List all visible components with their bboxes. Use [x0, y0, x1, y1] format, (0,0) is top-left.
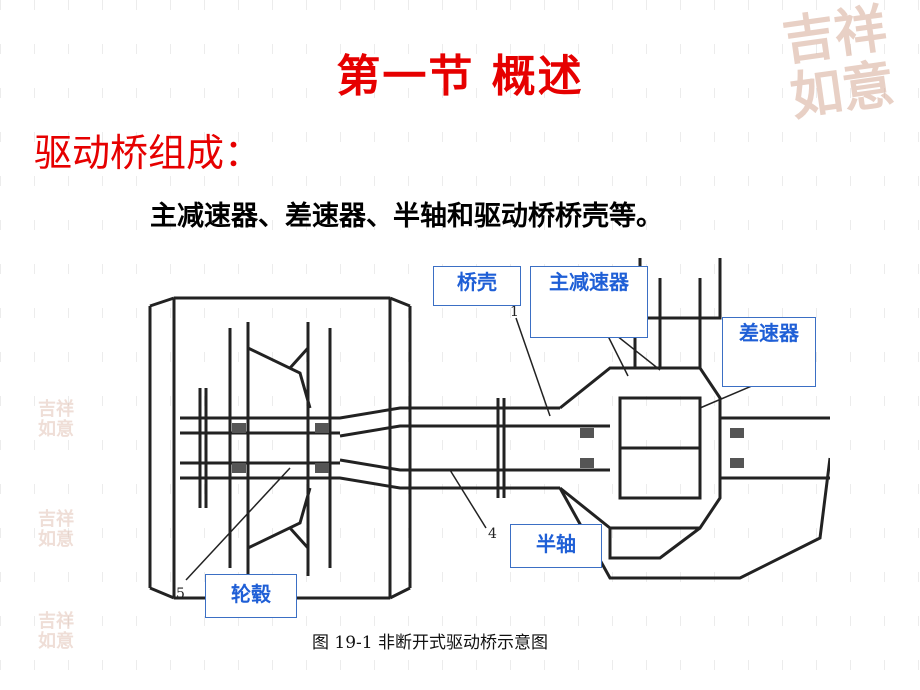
decorative-seal-small: 吉祥如意 [38, 510, 88, 550]
part-number-5: 5 [176, 586, 185, 602]
label-differential-text: 差速器 [739, 321, 799, 345]
label-final-drive: 主减速器 [530, 266, 648, 338]
label-final-drive-text: 主减速器 [549, 270, 629, 294]
seal-text-small: 吉祥如意 [38, 611, 74, 652]
part-number-1: 1 [510, 304, 519, 320]
drive-axle-diagram: 1 2 3 4 5 [148, 258, 830, 602]
part-number-4: 4 [488, 526, 497, 542]
label-differential: 差速器 [722, 317, 816, 387]
components-text: 主减速器、差速器、半轴和驱动桥桥壳等。 [150, 201, 663, 232]
label-axle-shaft: 半轴 [510, 524, 602, 568]
seal-text-small: 吉祥如意 [38, 509, 74, 550]
decorative-seal-small: 吉祥如意 [38, 612, 88, 652]
label-axle-housing: 桥壳 [433, 266, 521, 306]
label-wheel-hub: 轮毂 [205, 574, 297, 618]
seal-text-small: 吉祥如意 [38, 399, 74, 440]
label-axle-shaft-text: 半轴 [536, 532, 576, 556]
label-wheel-hub-text: 轮毂 [231, 582, 271, 606]
page-title: 第一节 概述 [336, 51, 584, 102]
figure-caption: 图 19-1 非断开式驱动桥示意图 [312, 633, 548, 653]
label-axle-housing-text: 桥壳 [457, 270, 497, 294]
section-heading: 驱动桥组成： [34, 131, 263, 175]
decorative-seal-small: 吉祥如意 [38, 400, 88, 440]
